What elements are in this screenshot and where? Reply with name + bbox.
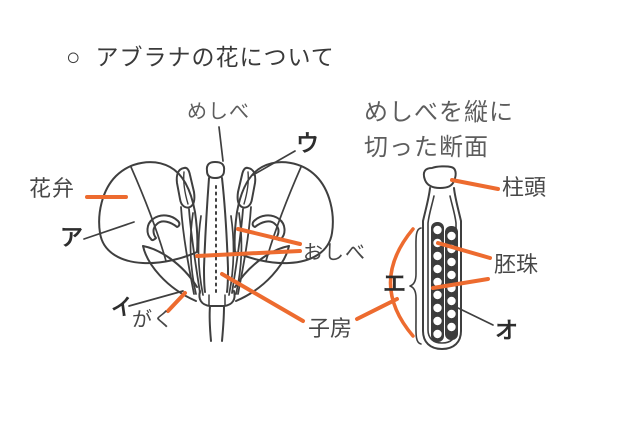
label-shibou: 子房 [308, 316, 353, 341]
ovule [433, 251, 442, 261]
ovule [433, 225, 442, 235]
haishu-leader-line-upper [436, 241, 492, 260]
filament-inner-left [180, 206, 201, 295]
anther-inner-left-line [183, 171, 189, 205]
ovule [433, 303, 442, 313]
ovule [433, 264, 442, 274]
section-title-line1: めしべを縦に [364, 100, 514, 126]
black-leader-lines [83, 126, 494, 326]
ovule-columns [431, 222, 458, 342]
sepal-left [142, 245, 198, 302]
oshibe-leader-line-lower [195, 249, 302, 258]
anther-inner-left [175, 166, 196, 209]
a-pointer-line [83, 221, 135, 240]
section-title-line2: 切った断面 [364, 135, 489, 161]
label-gaku: がく [132, 309, 174, 331]
o-pointer-line [457, 307, 494, 326]
gaku-leader-line [166, 291, 187, 313]
section-brace [409, 227, 422, 345]
pistil-stigma [205, 161, 226, 179]
haishu-leader-line-lower [431, 277, 490, 290]
ovule [447, 270, 456, 280]
ovule [447, 257, 456, 267]
label-u: ウ [296, 131, 319, 156]
petal-left [98, 161, 199, 265]
page-title-text: アブラナの花について [95, 45, 335, 70]
anther-outer-left [146, 214, 181, 242]
section-stigma-cap [422, 165, 457, 189]
pistil-side-left [203, 177, 210, 293]
label-i: イ [109, 293, 135, 322]
oshibe-leader-line-upper [236, 227, 302, 246]
petal-right [233, 161, 334, 265]
ovule [433, 329, 442, 339]
ovule [447, 231, 456, 241]
chuto-leader-line [450, 178, 500, 191]
petal-left-fold [130, 166, 167, 262]
pistil-side-right [221, 177, 229, 293]
label-kaben: 花弁 [29, 176, 76, 201]
pistil-section-illustration [409, 165, 462, 350]
label-a: ア [60, 225, 83, 250]
receptacle-inner [208, 294, 226, 306]
ovule [433, 290, 442, 300]
section-inner-wall [427, 195, 457, 344]
ovule [433, 316, 442, 326]
label-chuto: 柱頭 [502, 175, 547, 200]
section-outer-wall [422, 187, 462, 350]
i-pointer-line [128, 290, 184, 307]
receptacle [198, 290, 236, 307]
u-pointer-line [252, 150, 296, 176]
anther-inner-right-line [243, 171, 249, 205]
label-e: エ [383, 271, 406, 296]
shibou-leader-line-left [220, 272, 305, 323]
anther-inner-right [236, 166, 257, 209]
title-circle-bullet: ○ [66, 45, 82, 71]
petal-right-fold [265, 166, 302, 262]
meshibe-pointer-line [218, 126, 224, 162]
label-oshibe: おしべ [303, 242, 366, 264]
stem-line-right [221, 305, 225, 342]
ovule [433, 277, 442, 287]
page-title: ○ アブラナの花について [66, 46, 335, 70]
label-meshibe: めしべ [187, 101, 250, 123]
ovule [447, 296, 456, 306]
label-haishu: 胚珠 [494, 252, 539, 277]
shibou-leader-line-right [355, 297, 399, 321]
label-o: オ [495, 318, 518, 343]
section-ovary-arc [388, 227, 415, 338]
stem-line-left [208, 305, 212, 342]
orange-leader-lines [85, 178, 500, 338]
ovule [447, 322, 456, 332]
ovule [447, 309, 456, 319]
